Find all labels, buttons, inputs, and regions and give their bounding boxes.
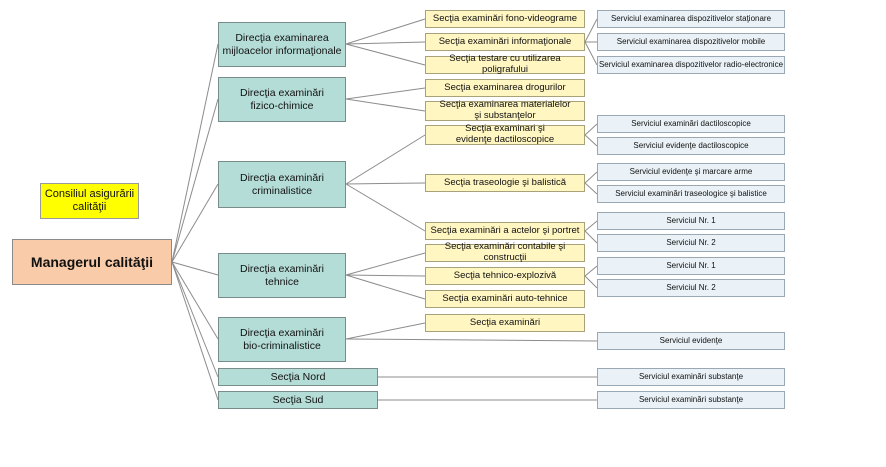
node-direction-criminalistic: Direcţia examinări criminalistice [218,161,346,208]
node-direction-physico-chemical: Direcţia examinări fizico-chimice [218,77,346,122]
connector-line [584,220,598,232]
connector-line [171,183,219,263]
node-service-nr1-explosive: Serviciul Nr. 1 [597,257,785,275]
connector-line [171,261,219,340]
node-service-dactyloscopic-records: Serviciul evidenţe dactiloscopice [597,137,785,155]
node-section-drugs: Secţia examinarea drogurilor [425,79,585,97]
node-service-substances-north: Serviciul examinări substanţe [597,368,785,386]
connector-line [584,41,598,66]
connector-line [345,134,426,185]
node-service-nr1-documents: Serviciul Nr. 1 [597,212,785,230]
connector-line [171,98,219,263]
node-section-examinations: Secţia examinări [425,314,585,332]
node-section-dactyloscopic: Secţia examinari şi evidenţe dactiloscop… [425,123,585,145]
connector-line [584,171,598,184]
connector-line [345,98,426,112]
node-section-polygraph: Secţia testare cu utilizarea poligrafulu… [425,53,585,75]
connector-line [345,322,426,340]
connector-line [584,182,598,195]
node-section-auto-technical: Secţia examinări auto-tehnice [425,290,585,308]
connector-line [345,274,426,300]
node-service-weapons-records: Serviciul evidenţe şi marcare arme [597,163,785,181]
node-section-documents-portrait: Secţia examinări a actelor şi portret [425,222,585,240]
connector-line [345,41,426,45]
node-section-accounting-construction: Secţia examinări contabile şi construcţi… [425,241,585,263]
node-quality-council: Consiliul asigurării calităţii [40,183,139,219]
connector-line [345,18,426,45]
node-section-informational: Secţia examinări informaţionale [425,33,585,51]
connector-line [345,182,426,185]
connector-line [171,43,219,263]
node-service-trace-ballistics: Serviciul examinări traseologice şi bali… [597,185,785,203]
connector-line [584,230,598,244]
node-direction-bio-criminalistic: Direcţia examinări bio-criminalistice [218,317,346,362]
node-section-audio-video: Secţia examinări fono-videograme [425,10,585,28]
node-service-stationary-devices: Serviciul examinarea dispozitivelor staţ… [597,10,785,28]
node-direction-info-means: Direcţia examinarea mijloacelor informaţ… [218,22,346,67]
connector-line [345,338,598,342]
node-section-south: Secţia Sud [218,391,378,409]
connector-line [345,274,426,277]
node-direction-technical: Direcţia examinări tehnice [218,253,346,298]
connector-line [584,265,598,277]
node-section-north: Secţia Nord [218,368,378,386]
node-section-materials: Secţia examinarea materialelor şi substa… [425,99,585,121]
connector-line [584,275,598,289]
connector-line [345,252,426,276]
node-service-radio-electronic-devices: Serviciul examinarea dispozitivelor radi… [597,56,785,74]
connector-line [345,183,426,232]
connector-line [584,18,598,43]
connector-line [171,261,219,401]
node-service-nr2-explosive: Serviciul Nr. 2 [597,279,785,297]
node-service-dactyloscopic-exams: Serviciul examinări dactiloscopice [597,115,785,133]
connector-line [345,87,426,100]
connector-line [171,261,219,276]
node-section-trace-ballistics: Secţia traseologie şi balistică [425,174,585,192]
connector-line [584,123,598,136]
node-service-mobile-devices: Serviciul examinarea dispozitivelor mobi… [597,33,785,51]
node-service-nr2-documents: Serviciul Nr. 2 [597,234,785,252]
node-service-substances-south: Serviciul examinări substanţe [597,391,785,409]
connector-line [584,134,598,147]
connector-line [171,261,219,378]
connector-line [345,43,426,66]
node-section-technical-explosive: Secţia tehnico-explozivă [425,267,585,285]
node-service-records: Serviciul evidenţe [597,332,785,350]
node-quality-manager: Managerul calităţii [12,239,172,285]
